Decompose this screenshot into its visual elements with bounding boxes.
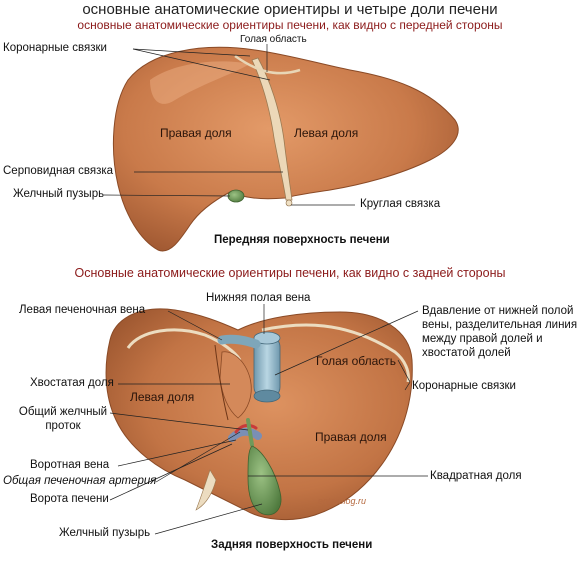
back-label-left-lobe: Левая доля bbox=[130, 390, 195, 404]
back-label-portal-vein: Воротная вена bbox=[30, 459, 110, 471]
front-leader-lines bbox=[103, 44, 355, 206]
front-liver-highlight bbox=[150, 61, 250, 104]
back-label-hepatic-artery: Общая печеночная артерия bbox=[3, 475, 157, 487]
back-label-porta: Ворота печени bbox=[30, 493, 109, 505]
front-label-round-ligament: Круглая связка bbox=[360, 198, 441, 210]
front-liver-body bbox=[112, 46, 459, 252]
falciform-ligament-shape bbox=[251, 57, 293, 201]
back-gallbladder-shape bbox=[247, 445, 282, 516]
front-subtitle: основные анатомические ориентиры печени,… bbox=[77, 18, 503, 32]
back-label-gallbladder: Желчный пузырь bbox=[59, 527, 151, 539]
front-liver bbox=[112, 46, 459, 252]
back-caption: Задняя поверхность печени bbox=[211, 539, 373, 551]
fissure-line bbox=[214, 344, 229, 421]
back-label-caudate: Хвостатая доля bbox=[30, 377, 114, 389]
caudate-lobe-shape bbox=[219, 351, 252, 419]
back-label-ivc-impression: Вдавление от нижней полой вены, разделит… bbox=[422, 305, 578, 359]
back-liver bbox=[105, 308, 413, 520]
back-label-left-hepatic-vein: Левая печеночная вена bbox=[19, 304, 146, 316]
back-coronary-rim bbox=[126, 323, 410, 383]
coronary-ligament-line bbox=[234, 54, 301, 75]
page-title: основные анатомические ориентиры и четыр… bbox=[82, 1, 498, 18]
front-label-gallbladder: Желчный пузырь bbox=[13, 188, 105, 200]
front-label-falciform: Серповидная связка bbox=[3, 165, 114, 177]
back-label-bare-area: Голая область bbox=[316, 354, 397, 368]
back-label-quadrate: Квадратная доля bbox=[430, 470, 522, 482]
watermark: enterolog.ru bbox=[318, 496, 367, 506]
back-label-ivc: Нижняя полая вена bbox=[206, 292, 311, 304]
back-leader-lines bbox=[109, 304, 428, 535]
front-label-left-lobe: Левая доля bbox=[294, 126, 359, 140]
front-label-right-lobe: Правая доля bbox=[160, 126, 232, 140]
front-label-bare-area: Голая область bbox=[240, 34, 307, 45]
back-round-ligament-shape bbox=[195, 469, 217, 511]
back-label-common-bile-duct: Общий желчный проток bbox=[18, 406, 108, 432]
porta-structures bbox=[228, 418, 262, 447]
front-gallbladder-shape bbox=[227, 189, 245, 203]
back-subtitle: Основные анатомические ориентиры печени,… bbox=[74, 266, 506, 280]
ivc-shape bbox=[217, 331, 281, 403]
round-ligament-shape bbox=[285, 199, 293, 207]
back-label-coronary: Коронарные связки bbox=[412, 380, 516, 392]
front-label-coronary: Коронарные связки bbox=[3, 42, 107, 54]
back-label-right-lobe: Правая доля bbox=[315, 430, 387, 444]
front-caption: Передняя поверхность печени bbox=[214, 234, 390, 246]
